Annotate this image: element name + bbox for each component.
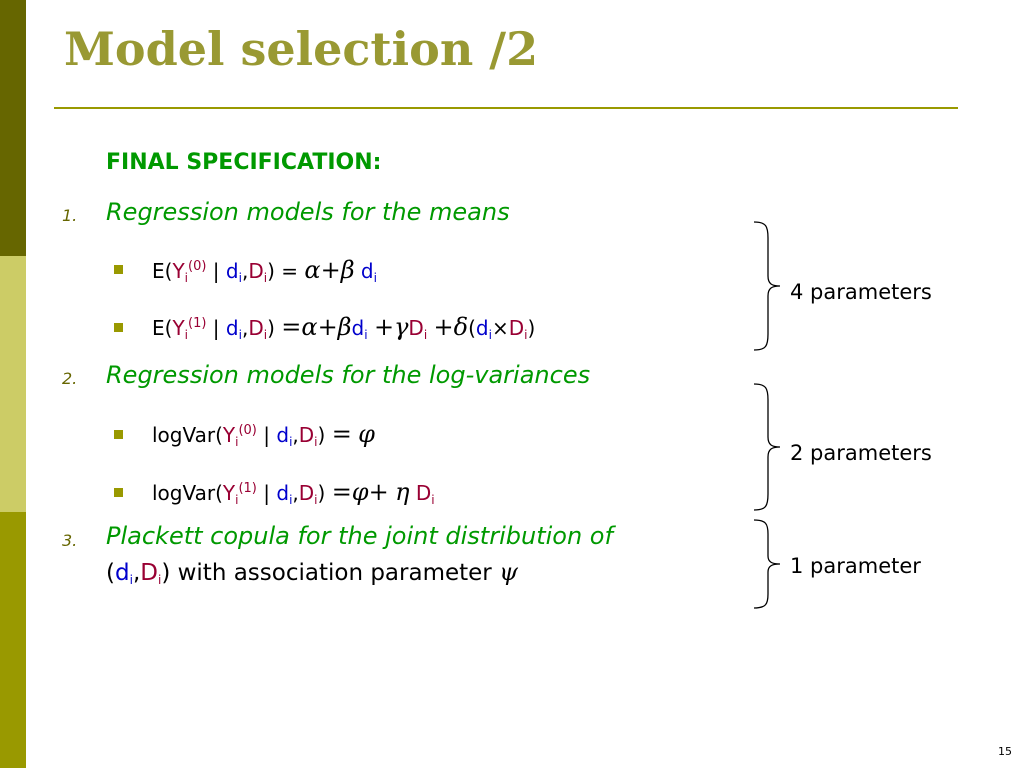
param-count-logvariances: 2 parameters — [790, 441, 932, 465]
title-divider — [54, 107, 958, 109]
item-number-2: 2. — [62, 369, 78, 388]
right-brace-icon — [752, 220, 782, 352]
formula-logvar-1: logVar(Yi(1) | di,Di) =φ+ η Di — [152, 478, 435, 507]
item-3-continuation: (di,Di) with association parameter ψ — [106, 558, 518, 587]
final-specification-heading: FINAL SPECIFICATION: — [106, 150, 382, 175]
sidebar-decoration — [0, 0, 26, 768]
sidebar-segment-middle — [0, 256, 26, 512]
item-number-1: 1. — [62, 206, 78, 225]
item-heading-1: Regression models for the means — [106, 198, 510, 226]
item-heading-3: Plackett copula for the joint distributi… — [106, 522, 613, 550]
sidebar-segment-top — [0, 0, 26, 256]
item-heading-2: Regression models for the log-variances — [106, 361, 591, 389]
bullet-icon — [114, 488, 123, 497]
formula-logvar-0: logVar(Yi(0) | di,Di) = φ — [152, 420, 375, 449]
formula-mean-0: E(Yi(0) | di,Di) = α+β di — [152, 256, 377, 285]
slide-title: Model selection /2 — [64, 22, 539, 76]
bullet-icon — [114, 323, 123, 332]
param-count-means: 4 parameters — [790, 280, 932, 304]
bullet-icon — [114, 265, 123, 274]
right-brace-icon — [752, 518, 782, 610]
formula-mean-1: E(Yi(1) | di,Di) =α+βdi +γDi +δ(di×Di) — [152, 313, 536, 342]
sidebar-segment-bottom — [0, 512, 26, 768]
right-brace-icon — [752, 382, 782, 512]
bullet-icon — [114, 430, 123, 439]
item-number-3: 3. — [62, 531, 78, 550]
param-count-copula: 1 parameter — [790, 554, 921, 578]
page-number: 15 — [998, 745, 1012, 758]
